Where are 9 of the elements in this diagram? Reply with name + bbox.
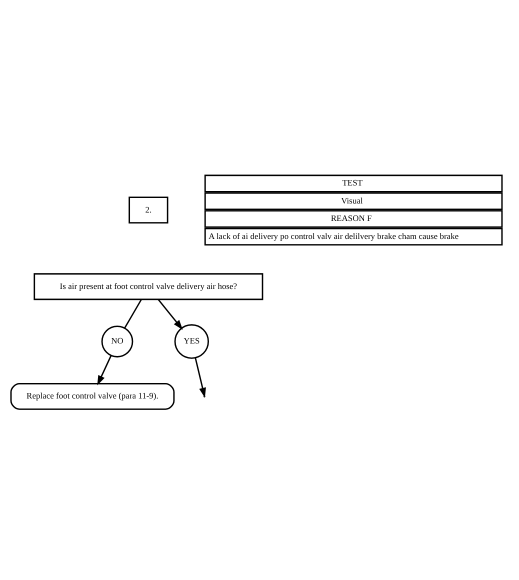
- node-box: Is air present at foot control valve delivery air hose?: [34, 272, 264, 300]
- arrow: [194, 357, 206, 398]
- connector: [124, 298, 142, 328]
- node-box: 2.: [128, 196, 168, 224]
- node-circle: YES: [174, 324, 209, 358]
- arrow: [158, 298, 183, 330]
- arrow: [97, 354, 112, 385]
- node-box: Replace foot control valve (para 11-9).: [10, 382, 175, 410]
- node-circle: NO: [101, 325, 134, 357]
